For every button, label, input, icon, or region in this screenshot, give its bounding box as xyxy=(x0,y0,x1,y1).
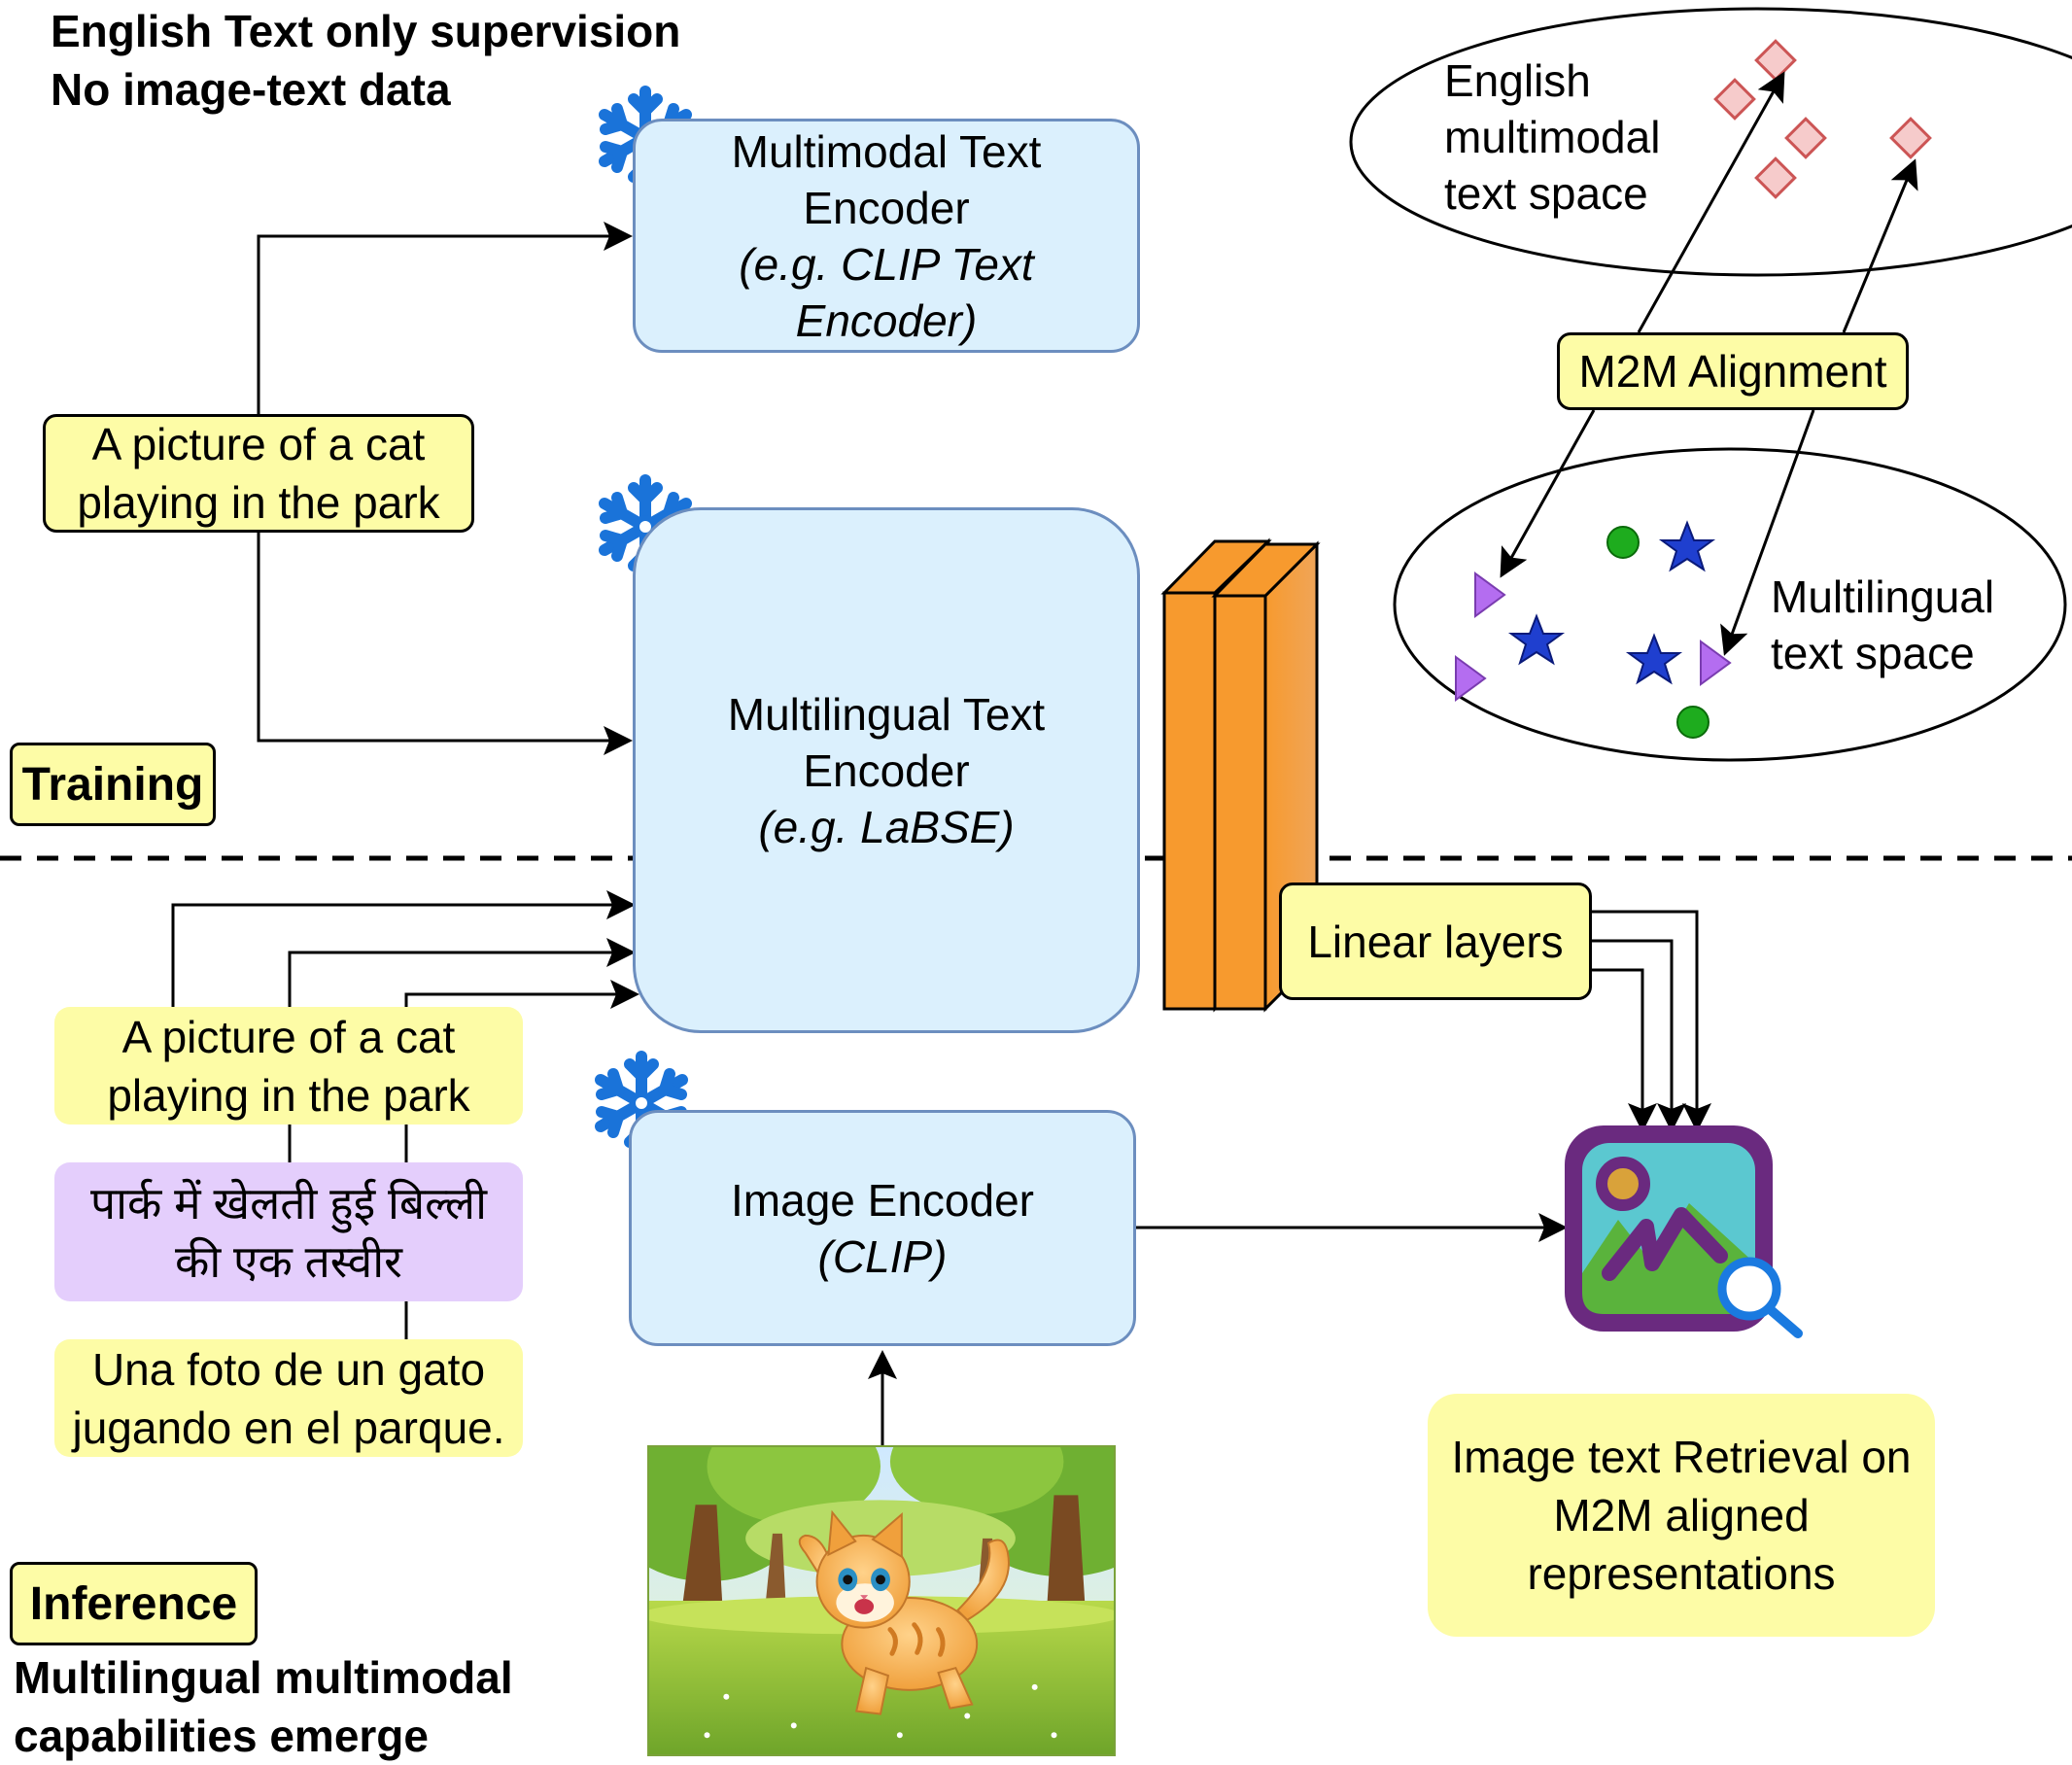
english-space-label: English multimodal text space xyxy=(1444,52,1660,222)
image-encoder: Image Encoder (CLIP) xyxy=(629,1110,1136,1346)
m2m-alignment-text: M2M Alignment xyxy=(1578,346,1887,397)
english-multimodal-space-ellipse xyxy=(1349,7,2072,277)
alignment-arrow-1-down xyxy=(1500,409,1596,578)
triangle-point xyxy=(1474,571,1506,618)
linear-layers-text: Linear layers xyxy=(1307,916,1564,967)
inference-caption-english: A picture of a cat playing in the park xyxy=(54,1007,523,1125)
inference-tag-label: Inference xyxy=(29,1577,238,1630)
multilingual-space-line2: text space xyxy=(1771,628,1975,678)
multimodal-encoder-example1: (e.g. CLIP Text xyxy=(739,238,1034,290)
multilingual-encoder-line2: Encoder xyxy=(803,744,970,796)
multilingual-space-points xyxy=(1455,520,1732,739)
inference-caption-hindi: पार्क में खेलती हुई बिल्ली की एक तस्वीर xyxy=(54,1162,523,1301)
retrieval-line3: representations xyxy=(1527,1548,1836,1599)
star-point xyxy=(1658,520,1716,572)
inference-tag: Inference xyxy=(10,1562,258,1645)
emergence-note-line2: capabilities emerge xyxy=(14,1711,429,1761)
retrieval-line2: M2M aligned xyxy=(1553,1490,1810,1540)
arrow-linear-to-retrieval-2 xyxy=(1592,939,1686,1132)
multilingual-text-encoder: Multilingual Text Encoder (e.g. LaBSE) xyxy=(633,507,1140,1033)
image-encoder-line1: Image Encoder xyxy=(731,1174,1034,1226)
arrow-english-caption-to-encoder xyxy=(171,890,636,1007)
english-caption-line2: playing in the park xyxy=(107,1069,470,1121)
emergence-note-line1: Multilingual multimodal xyxy=(14,1652,513,1703)
diamond-point xyxy=(1713,78,1756,121)
training-tag-label: Training xyxy=(21,758,204,811)
diamond-point xyxy=(1889,117,1932,159)
multilingual-encoder-line1: Multilingual Text xyxy=(727,688,1046,740)
multimodal-encoder-line1: Multimodal Text xyxy=(731,125,1042,177)
retrieval-line1: Image text Retrieval on xyxy=(1451,1432,1912,1482)
snowflake-icon xyxy=(601,1056,682,1150)
spanish-caption-line2: jugando en el parque. xyxy=(72,1402,505,1453)
supervision-note-line1: English Text only supervision xyxy=(51,6,681,56)
supervision-note-line2: No image-text data xyxy=(51,64,451,115)
multilingual-space-ellipse xyxy=(1393,447,2067,762)
star-point xyxy=(1625,633,1683,685)
training-tag: Training xyxy=(10,743,216,826)
multilingual-space-label: Multilingual text space xyxy=(1771,569,1994,681)
alignment-arrow-2-down xyxy=(1720,409,1815,656)
english-caption-line1: A picture of a cat xyxy=(121,1011,456,1062)
arrow-caption-to-multilingual-encoder xyxy=(257,533,633,755)
multilingual-encoder-example: (e.g. LaBSE) xyxy=(758,801,1015,852)
spanish-caption-line1: Una foto de un gato xyxy=(91,1343,486,1395)
image-search-icon xyxy=(1565,1125,1803,1338)
arrow-linear-to-retrieval-3 xyxy=(1592,968,1657,1132)
hindi-caption-line1: पार्क में खेलती हुई बिल्ली xyxy=(90,1177,487,1229)
diamond-point xyxy=(1754,39,1797,82)
multimodal-encoder-example2: Encoder) xyxy=(795,294,978,346)
english-space-line3: text space xyxy=(1444,168,1648,219)
triangle-point xyxy=(1455,655,1487,702)
retrieval-caption: Image text Retrieval on M2M aligned repr… xyxy=(1428,1394,1935,1637)
english-space-line1: English xyxy=(1444,55,1591,106)
training-caption-line1: A picture of a cat xyxy=(91,419,426,469)
inference-caption-spanish: Una foto de un gato jugando en el parque… xyxy=(54,1339,523,1457)
linear-layers-label: Linear layers xyxy=(1279,882,1592,1000)
training-caption-line2: playing in the park xyxy=(77,477,440,528)
triangle-point xyxy=(1700,640,1732,686)
diamond-point xyxy=(1784,117,1827,159)
arrow-linear-to-retrieval-1 xyxy=(1592,910,1711,1132)
arrow-caption-to-multimodal-encoder xyxy=(257,222,633,414)
diamond-point xyxy=(1754,156,1797,199)
hindi-caption-line2: की एक तस्वीर xyxy=(175,1235,402,1287)
alignment-arrow-1-up xyxy=(1637,71,1785,333)
emergence-note: Multilingual multimodal capabilities eme… xyxy=(14,1648,513,1765)
multimodal-text-encoder: Multimodal Text Encoder (e.g. CLIP Text … xyxy=(633,119,1140,353)
english-space-points xyxy=(1713,39,1932,199)
star-point xyxy=(1507,613,1566,666)
multilingual-space-line1: Multilingual xyxy=(1771,571,1995,622)
training-caption: A picture of a cat playing in the park xyxy=(43,414,474,533)
cat-in-park-image xyxy=(647,1445,1116,1756)
english-space-line2: multimodal xyxy=(1444,112,1661,162)
image-encoder-example: (CLIP) xyxy=(817,1230,948,1282)
supervision-note: English Text only supervision No image-t… xyxy=(51,2,680,119)
alignment-arrow-2-up xyxy=(1842,158,1918,333)
circle-point xyxy=(1676,706,1709,739)
multimodal-encoder-line2: Encoder xyxy=(803,182,970,233)
circle-point xyxy=(1606,526,1640,559)
m2m-alignment-label: M2M Alignment xyxy=(1557,332,1909,410)
